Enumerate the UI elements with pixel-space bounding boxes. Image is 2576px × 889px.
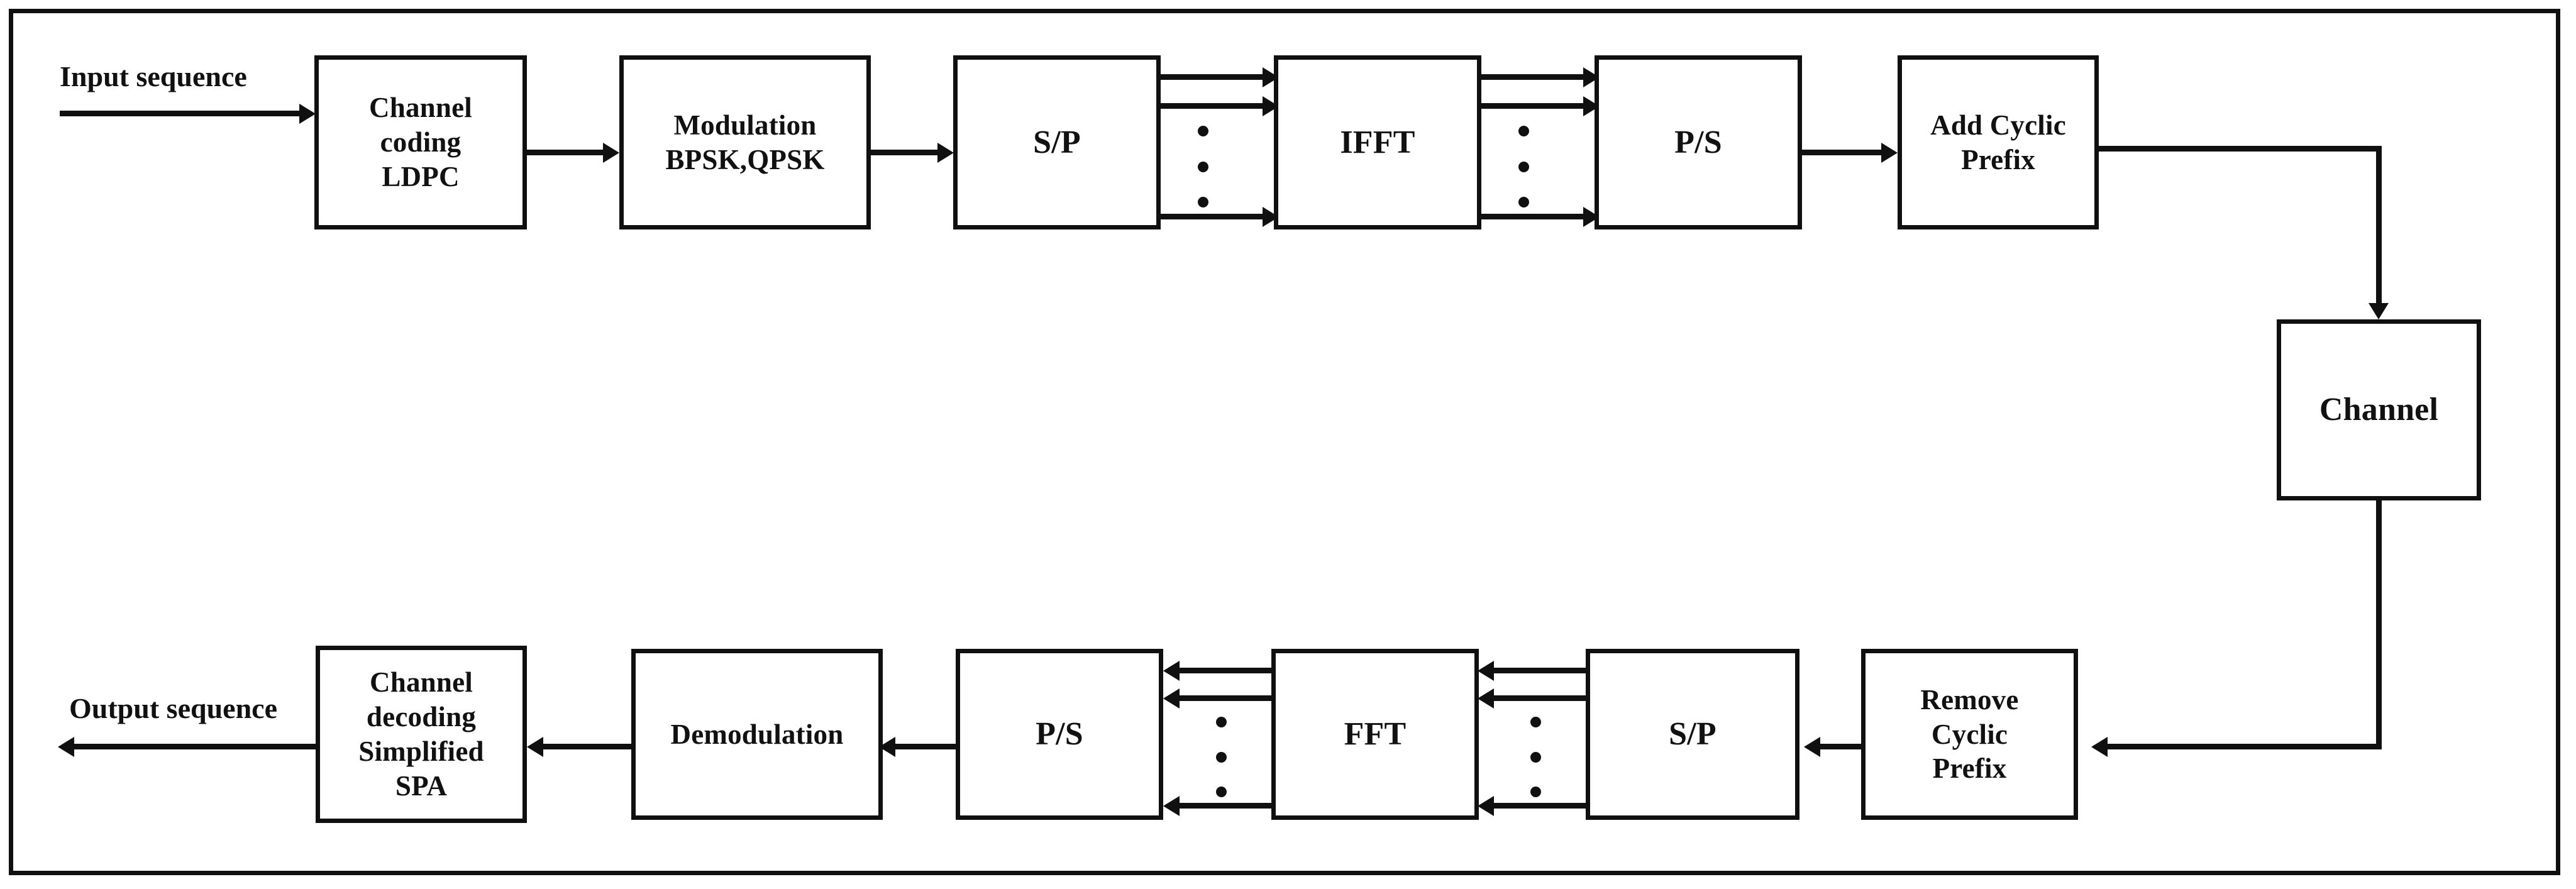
- block-parallel-to-serial-tx-label: P/S: [1674, 124, 1722, 160]
- block-modulation-label: Modulation BPSK,QPSK: [624, 108, 866, 177]
- bus-fft-to-psrx-arrow-3-icon: [1163, 796, 1180, 816]
- block-line-1: Channel: [369, 92, 472, 124]
- bus-sp-to-ifft-line-3: [1161, 214, 1268, 219]
- block-demodulation[interactable]: Demodulation: [631, 649, 883, 820]
- input-arrow-head-icon: [299, 104, 316, 124]
- bus-sprx-to-fft-line-3: [1494, 803, 1588, 809]
- connector-psrx-to-demodulation: [895, 744, 956, 749]
- block-line-2: Cyclic: [1931, 718, 2008, 750]
- block-ifft-label: IFFT: [1340, 124, 1415, 160]
- bus-fft-to-psrx-line-1: [1180, 668, 1274, 673]
- block-line-2: Prefix: [1961, 143, 2035, 175]
- connector-ps-to-addcp: [1802, 150, 1884, 155]
- arrow-head-modulation-to-sp-icon: [937, 143, 954, 163]
- block-modulation[interactable]: Modulation BPSK,QPSK: [619, 55, 871, 229]
- block-fft-label: FFT: [1344, 716, 1407, 753]
- block-ifft[interactable]: IFFT: [1274, 55, 1481, 229]
- block-line-2: decoding: [366, 701, 477, 733]
- bus-ifft-to-ps-ellipsis-icon: [1518, 126, 1529, 207]
- input-arrow-line: [60, 111, 305, 116]
- output-arrow-head-icon: [58, 737, 74, 757]
- block-add-cyclic-prefix[interactable]: Add Cyclic Prefix: [1898, 55, 2099, 229]
- block-channel-decoding-label: Channel decoding Simplified SPA: [320, 665, 522, 803]
- connector-coding-to-modulation: [527, 150, 605, 155]
- output-sequence-label: Output sequence: [69, 692, 277, 724]
- block-line-1: Add Cyclic: [1930, 109, 2066, 141]
- block-fft[interactable]: FFT: [1271, 649, 1479, 820]
- bus-sprx-to-fft-arrow-3-icon: [1478, 796, 1494, 816]
- bus-sprx-to-fft-line-2: [1494, 695, 1588, 701]
- block-channel-coding[interactable]: Channel coding LDPC: [314, 55, 527, 229]
- block-serial-to-parallel-tx[interactable]: S/P: [953, 55, 1161, 229]
- bus-fft-to-psrx-ellipsis-icon: [1216, 717, 1227, 797]
- block-channel-decoding[interactable]: Channel decoding Simplified SPA: [316, 646, 527, 823]
- block-add-cyclic-prefix-label: Add Cyclic Prefix: [1902, 108, 2094, 177]
- block-remove-cyclic-prefix-label: Remove Cyclic Prefix: [1866, 683, 2074, 787]
- bus-fft-to-psrx-line-3: [1180, 803, 1274, 809]
- bus-ifft-to-ps-line-3: [1481, 214, 1588, 219]
- bus-sprx-to-fft-line-1: [1494, 668, 1588, 673]
- bus-sprx-to-fft-arrow-2-icon: [1478, 688, 1494, 709]
- block-remove-cyclic-prefix[interactable]: Remove Cyclic Prefix: [1861, 649, 2078, 820]
- arrow-head-removecp-to-sp-rx-icon: [1804, 737, 1820, 757]
- input-sequence-label: Input sequence: [60, 60, 247, 92]
- connector-modulation-to-sp: [871, 150, 940, 155]
- block-line-1: Modulation: [673, 109, 817, 141]
- arrow-head-demodulation-to-decoding-icon: [527, 737, 543, 757]
- block-channel-coding-label: Channel coding LDPC: [319, 91, 522, 194]
- arrow-head-into-channel-icon: [2369, 303, 2389, 319]
- block-line-3: Simplified: [358, 736, 484, 767]
- block-parallel-to-serial-tx[interactable]: P/S: [1595, 55, 1802, 229]
- bus-sp-to-ifft-line-2: [1161, 103, 1268, 109]
- bus-sp-to-ifft-ellipsis-icon: [1198, 126, 1208, 207]
- arrow-head-ps-to-addcp-icon: [1881, 143, 1898, 163]
- connector-channel-to-removecp-vertical: [2376, 500, 2382, 749]
- block-line-3: Prefix: [1932, 753, 2007, 785]
- output-arrow-line: [74, 744, 317, 749]
- block-line-1: Channel: [370, 666, 473, 698]
- block-line-4: SPA: [395, 770, 448, 802]
- block-channel-label: Channel: [2319, 392, 2439, 428]
- connector-addcp-to-channel-vertical: [2376, 146, 2382, 304]
- block-line-2: BPSK,QPSK: [665, 143, 825, 175]
- block-channel[interactable]: Channel: [2277, 319, 2481, 500]
- connector-removecp-to-sp-rx: [1820, 744, 1861, 749]
- bus-fft-to-psrx-arrow-2-icon: [1163, 688, 1180, 709]
- connector-addcp-to-channel-horizontal: [2099, 146, 2382, 152]
- block-line-1: Remove: [1920, 683, 2019, 715]
- bus-fft-to-psrx-arrow-1-icon: [1163, 661, 1180, 681]
- block-parallel-to-serial-rx-label: P/S: [1036, 716, 1083, 753]
- bus-sprx-to-fft-arrow-1-icon: [1478, 661, 1494, 681]
- block-parallel-to-serial-rx[interactable]: P/S: [956, 649, 1163, 820]
- block-serial-to-parallel-rx-label: S/P: [1669, 716, 1716, 753]
- arrow-head-coding-to-modulation-icon: [603, 143, 619, 163]
- block-line-2: coding: [380, 126, 462, 158]
- connector-demodulation-to-decoding: [543, 744, 631, 749]
- connector-channel-to-removecp-horizontal: [2108, 744, 2382, 749]
- bus-ifft-to-ps-line-1: [1481, 74, 1588, 80]
- bus-sp-to-ifft-line-1: [1161, 74, 1268, 80]
- block-line-3: LDPC: [382, 160, 460, 192]
- bus-sprx-to-fft-ellipsis-icon: [1530, 717, 1541, 797]
- block-serial-to-parallel-tx-label: S/P: [1033, 124, 1081, 160]
- arrow-head-into-removecp-icon: [2091, 737, 2108, 757]
- block-demodulation-label: Demodulation: [670, 718, 844, 750]
- bus-fft-to-psrx-line-2: [1180, 695, 1274, 701]
- block-serial-to-parallel-rx[interactable]: S/P: [1586, 649, 1799, 820]
- bus-ifft-to-ps-line-2: [1481, 103, 1588, 109]
